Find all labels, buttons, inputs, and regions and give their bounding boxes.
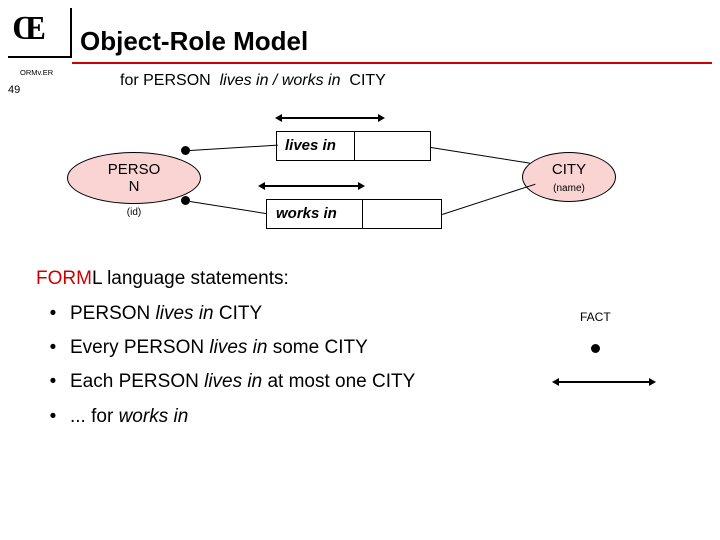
- page-title: Object-Role Model: [80, 26, 309, 56]
- list-item: • PERSON lives in CITY: [36, 303, 263, 325]
- subtitle-line: for PERSON lives in / works in CITY: [120, 72, 386, 90]
- list-item-post: CITY: [213, 303, 263, 324]
- subtitle-predicate: lives in / works in: [219, 72, 341, 89]
- mandatory-dot-works-in: [181, 196, 190, 205]
- entity-person-reference: (id): [126, 207, 142, 218]
- title-underline: [72, 62, 712, 64]
- fact-type-1-role-divider: [354, 132, 355, 160]
- formal-heading-red: FORM: [36, 268, 92, 289]
- list-item-predicate: lives in: [155, 303, 214, 324]
- list-item-post: some CITY: [267, 337, 368, 358]
- fact-type-2-rolebox: [266, 199, 442, 229]
- fact-type-2-predicate: works in: [276, 205, 337, 222]
- uniqueness-bar-works-in: [258, 182, 365, 190]
- bullet-glyph-icon: •: [49, 337, 57, 358]
- orm-version-label: ORMv.ER: [20, 68, 54, 77]
- formal-heading: FORML language statements:: [36, 268, 289, 290]
- connector-lives-in-city: [430, 147, 530, 164]
- uniqueness-bar-line: [264, 185, 359, 187]
- uniqueness-bar-lives-in: [275, 114, 385, 122]
- list-item-pre: PERSON: [70, 303, 156, 324]
- entity-person-label-line2: N: [128, 178, 140, 195]
- arrow-head-right-icon: [358, 182, 365, 190]
- bullet-glyph-icon: •: [49, 371, 57, 392]
- fact-type-1-predicate: lives in: [285, 137, 336, 154]
- fact-type-2-role-divider: [362, 200, 363, 228]
- list-item-pre: ... for: [70, 406, 119, 427]
- arrow-head-left-icon: [552, 378, 559, 386]
- list-item-pre: Every PERSON: [70, 337, 210, 358]
- list-item: • ... for works in: [36, 406, 189, 428]
- arrow-head-right-icon: [649, 378, 656, 386]
- uniqueness-bar-legend: [552, 378, 656, 386]
- fact-legend-label: FACT: [580, 310, 611, 324]
- list-item-predicate: works in: [118, 406, 189, 427]
- mandatory-dot-legend: [591, 344, 600, 353]
- list-item-pre: Each PERSON: [70, 371, 205, 392]
- entity-person-label-line1: PERSO: [107, 161, 161, 178]
- arrow-head-right-icon: [378, 114, 385, 122]
- arrow-head-left-icon: [275, 114, 282, 122]
- list-item: • Each PERSON lives in at most one CITY: [36, 371, 416, 393]
- list-item: • Every PERSON lives in some CITY: [36, 337, 368, 359]
- uniqueness-bar-line: [558, 381, 650, 383]
- mandatory-dot-lives-in: [181, 146, 190, 155]
- page-number: 49: [8, 84, 21, 96]
- list-item-post: at most one CITY: [262, 371, 416, 392]
- connector-person-lives-in: [190, 144, 278, 152]
- bullet-glyph-icon: •: [49, 303, 57, 324]
- logo-text: Œ: [12, 10, 46, 47]
- subtitle-object: CITY: [349, 72, 386, 89]
- entity-city-reference: (name): [553, 183, 585, 194]
- subtitle-lead: for PERSON: [120, 72, 211, 89]
- bullet-glyph-icon: •: [49, 406, 57, 427]
- list-item-predicate: lives in: [204, 371, 263, 392]
- connector-works-in-city: [442, 183, 536, 216]
- list-item-predicate: lives in: [209, 337, 268, 358]
- formal-heading-rest: L language statements:: [91, 268, 289, 289]
- entity-city-label: CITY: [551, 161, 587, 178]
- entity-person: [67, 152, 201, 204]
- arrow-head-left-icon: [258, 182, 265, 190]
- connector-person-works-in: [189, 201, 268, 215]
- logo-frame: [8, 8, 72, 58]
- entity-city: [522, 152, 616, 202]
- uniqueness-bar-line: [281, 117, 379, 119]
